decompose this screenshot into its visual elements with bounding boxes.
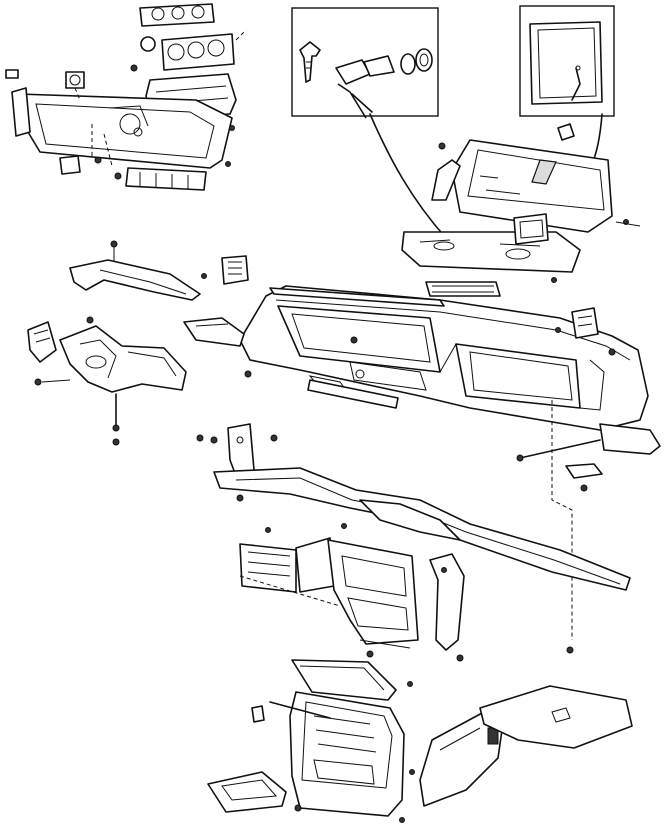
console-side-bracket xyxy=(431,159,461,201)
bracket-small-right xyxy=(565,463,603,492)
defroster-strip xyxy=(269,287,445,307)
beam-center-support xyxy=(359,499,461,541)
floor-console-body xyxy=(289,691,405,817)
ash-tray-drawer xyxy=(207,771,287,813)
duct-screw-top xyxy=(110,240,118,262)
instrument-gauge-set xyxy=(161,29,247,71)
console-trim-plate xyxy=(425,281,501,297)
heater-duct-upper xyxy=(69,259,201,301)
mounting-bracket-left xyxy=(227,423,255,477)
mirror-detail-inset xyxy=(519,5,615,117)
console-side-panel xyxy=(419,711,505,807)
lower-duct-assembly xyxy=(59,325,187,393)
ignition-key-icon xyxy=(299,41,321,83)
console-support-bracket xyxy=(429,553,465,662)
switch-knob xyxy=(65,71,85,101)
duct-clip-screw xyxy=(34,316,120,446)
side-vent-right xyxy=(555,307,599,339)
upper-console-housing xyxy=(451,139,613,233)
square-switch xyxy=(59,155,81,175)
gauge-lens-cover xyxy=(139,3,215,27)
control-panel-switch-strip xyxy=(125,167,207,191)
panel-knee-pad-trim xyxy=(307,379,399,409)
ignition-detail-inset xyxy=(291,7,439,119)
bracket-screws xyxy=(196,434,278,502)
console-top-pad xyxy=(291,659,397,701)
screws-right-upper xyxy=(438,142,641,283)
console-clip-left xyxy=(251,705,265,723)
instrument-panel-main xyxy=(239,285,649,431)
vent-grille-square xyxy=(201,255,249,285)
clip-tab-right xyxy=(557,123,575,141)
instrument-cluster-bezel xyxy=(17,93,233,169)
floor-carpet-mat xyxy=(479,685,633,749)
side-vent-left xyxy=(27,321,57,363)
center-console-bezel xyxy=(327,539,419,649)
bezel-side-left xyxy=(11,87,31,137)
panel-right-end-cap xyxy=(599,423,661,455)
console-lower-tray xyxy=(401,231,581,273)
console-small-box xyxy=(513,213,549,245)
gauge-bezel-ring xyxy=(140,36,156,52)
panel-left-end xyxy=(183,317,245,347)
lock-cylinder xyxy=(335,48,433,119)
small-screws-top-left xyxy=(94,64,235,180)
clip-small-top-left xyxy=(5,69,19,79)
